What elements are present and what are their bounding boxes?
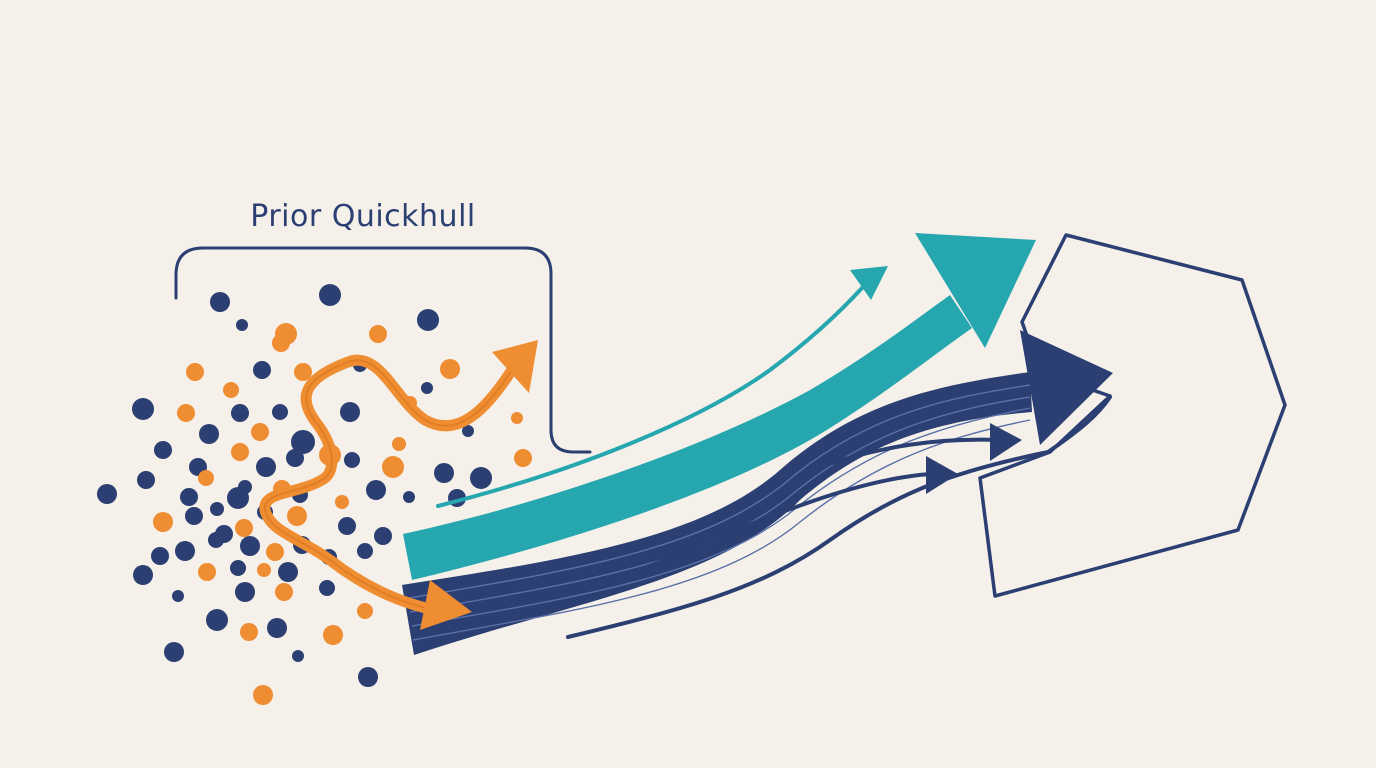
navy-point <box>338 517 356 535</box>
navy-point <box>230 560 246 576</box>
orange-point <box>251 423 269 441</box>
orange-point <box>235 519 253 537</box>
navy-point <box>340 402 360 422</box>
convex-hull-polygon <box>978 233 1287 598</box>
orange-point <box>323 625 343 645</box>
navy-point <box>132 398 154 420</box>
orange-point <box>357 603 373 619</box>
navy-point <box>344 452 360 468</box>
orange-point <box>335 495 349 509</box>
navy-point <box>231 404 249 422</box>
orange-point <box>186 363 204 381</box>
navy-point <box>434 463 454 483</box>
navy-point <box>154 441 172 459</box>
band-streamline <box>411 407 1031 627</box>
navy-point <box>151 547 169 565</box>
orange-point <box>198 563 216 581</box>
navy-point <box>199 424 219 444</box>
navy-point <box>421 382 433 394</box>
orange-point <box>223 382 239 398</box>
orange-point <box>392 437 406 451</box>
navy-point <box>172 590 184 602</box>
orange-point <box>240 623 258 641</box>
orange-point <box>382 456 404 478</box>
orange-point <box>153 512 173 532</box>
orange-point <box>511 412 523 424</box>
navy-point <box>253 361 271 379</box>
navy-point <box>357 543 373 559</box>
navy-point <box>164 642 184 662</box>
navy-point <box>319 284 341 306</box>
navy-point <box>256 457 276 477</box>
orange-point <box>257 563 271 577</box>
navy-point <box>358 667 378 687</box>
orange-point <box>275 583 293 601</box>
teal-arrow-body <box>403 295 972 580</box>
teal-arrowhead <box>915 233 1036 348</box>
navy-point <box>470 467 492 489</box>
prior-quickhull-label: Prior Quickhull <box>250 199 475 234</box>
navy-arrowhead-secondary <box>990 423 1022 461</box>
navy-arrow-shaft <box>638 472 932 572</box>
navy-point <box>374 527 392 545</box>
navy-point <box>185 507 203 525</box>
orange-arrowhead-top <box>492 340 538 393</box>
navy-point <box>210 292 230 312</box>
navy-arrowhead-main <box>1020 330 1113 445</box>
orange-point <box>369 325 387 343</box>
orange-point <box>272 334 290 352</box>
band-streamline <box>409 384 1031 599</box>
navy-point <box>240 536 260 556</box>
navy-point <box>236 319 248 331</box>
navy-point <box>366 480 386 500</box>
navy-point <box>286 449 304 467</box>
orange-point <box>514 449 532 467</box>
orange-point <box>287 506 307 526</box>
navy-point <box>235 582 255 602</box>
navy-point <box>291 430 315 454</box>
navy-point <box>278 562 298 582</box>
navy-point <box>133 565 153 585</box>
navy-point <box>137 471 155 489</box>
navy-point <box>97 484 117 504</box>
navy-point <box>206 609 228 631</box>
orange-point <box>266 543 284 561</box>
navy-band <box>402 372 1032 655</box>
navy-point <box>417 309 439 331</box>
navy-point <box>403 491 415 503</box>
band-streamline <box>409 396 1031 613</box>
orange-point <box>294 363 312 381</box>
orange-point <box>440 359 460 379</box>
orange-arrow-outline <box>263 359 516 612</box>
orange-arrowhead-bottom <box>420 580 472 630</box>
navy-point <box>208 532 224 548</box>
navy-point <box>272 404 288 420</box>
orange-point <box>198 470 214 486</box>
orange-point <box>177 404 195 422</box>
navy-point <box>210 502 224 516</box>
teal-arrow <box>403 233 1036 580</box>
orange-point <box>253 685 273 705</box>
navy-point <box>462 425 474 437</box>
wandering-orange-arrow <box>259 340 538 630</box>
navy-point <box>227 487 249 509</box>
teal-thin-arrowhead <box>850 266 888 300</box>
navy-point <box>180 488 198 506</box>
navy-arrow-shaft <box>810 437 1002 472</box>
navy-thin-line <box>566 395 1112 639</box>
navy-point <box>267 618 287 638</box>
navy-point <box>319 580 335 596</box>
orange-point <box>231 443 249 461</box>
prior-quickhull-bracket <box>174 246 592 454</box>
navy-point <box>292 650 304 662</box>
teal-thin-line <box>436 286 864 508</box>
navy-point <box>175 541 195 561</box>
scattered-points <box>97 284 532 705</box>
navy-arrow-bundle <box>402 330 1113 655</box>
